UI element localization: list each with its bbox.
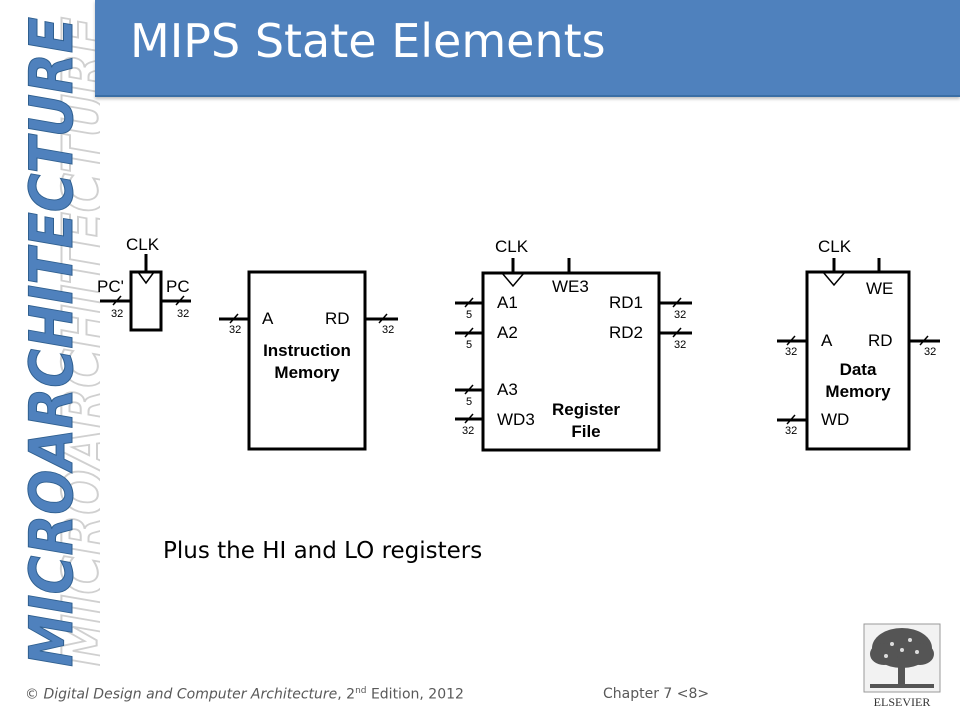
chapter-page-label: Chapter 7 <8> bbox=[603, 686, 710, 702]
dmem-name-line2: Memory bbox=[825, 382, 891, 401]
regfile-rd2-label: RD2 bbox=[609, 323, 643, 342]
regfile-rd2-width: 32 bbox=[674, 339, 686, 351]
regfile-wd3-width: 32 bbox=[462, 425, 474, 437]
regfile-a1-width: 5 bbox=[466, 309, 472, 321]
elsevier-logo: ELSEVIER bbox=[863, 623, 941, 709]
dmem-port-rd: RD bbox=[868, 331, 893, 350]
data-memory-box bbox=[805, 270, 911, 451]
side-title-text: MICROARCHITECTURE bbox=[17, 17, 87, 667]
instruction-memory-box bbox=[247, 270, 367, 451]
imem-name-line1: Instruction bbox=[263, 341, 351, 360]
regfile-a2-label: A2 bbox=[497, 323, 518, 342]
regfile-a3-label: A3 bbox=[497, 380, 518, 399]
dmem-clk-label: CLK bbox=[818, 237, 852, 256]
pc-out-width: 32 bbox=[177, 308, 189, 320]
regfile-a1-label: A1 bbox=[497, 293, 518, 312]
imem-name-line2: Memory bbox=[274, 363, 340, 382]
pc-output-label: PC bbox=[166, 277, 190, 296]
regfile-name-line2: File bbox=[571, 422, 600, 441]
dmem-port-a: A bbox=[821, 331, 833, 350]
elsevier-logo-text: ELSEVIER bbox=[874, 695, 931, 709]
copyright-symbol: © bbox=[25, 686, 39, 703]
pc-clk-label: CLK bbox=[126, 235, 160, 254]
pc-register-box bbox=[129, 270, 163, 332]
regfile-wd3-label: WD3 bbox=[497, 410, 535, 429]
title-bar: MIPS State Elements bbox=[95, 0, 960, 97]
regfile-clk-label: CLK bbox=[495, 237, 529, 256]
edition-prefix: , 2 bbox=[337, 686, 356, 703]
footer-citation: © Digital Design and Computer Architectu… bbox=[25, 686, 464, 703]
register-file-box bbox=[481, 271, 661, 452]
dmem-a-width: 32 bbox=[785, 346, 797, 358]
dmem-port-wd: WD bbox=[821, 410, 849, 429]
side-title: MICROARCHITECTURE MICROARCHITECTURE bbox=[17, 16, 101, 668]
regfile-a2-width: 5 bbox=[466, 339, 472, 351]
regfile-rd1-label: RD1 bbox=[609, 293, 643, 312]
book-title: Digital Design and Computer Architecture bbox=[43, 686, 338, 703]
edition-superscript: nd bbox=[355, 686, 367, 696]
pc-in-width: 32 bbox=[111, 308, 123, 320]
regfile-we-label: WE3 bbox=[552, 277, 589, 296]
caption-text: Plus the HI and LO registers bbox=[163, 538, 483, 564]
dmem-rd-width: 32 bbox=[924, 346, 936, 358]
dmem-wd-width: 32 bbox=[785, 425, 797, 437]
pc-input-label: PC' bbox=[97, 277, 124, 296]
imem-port-a: A bbox=[262, 309, 274, 328]
slide-title: MIPS State Elements bbox=[130, 14, 606, 68]
regfile-clock-triangle bbox=[501, 272, 525, 288]
imem-port-rd: RD bbox=[325, 309, 350, 328]
dmem-name-line1: Data bbox=[840, 360, 877, 379]
dmem-we-label: WE bbox=[866, 279, 893, 298]
regfile-rd1-width: 32 bbox=[674, 309, 686, 321]
regfile-name-line1: Register bbox=[552, 400, 620, 419]
imem-a-width: 32 bbox=[229, 324, 241, 336]
regfile-a3-width: 5 bbox=[466, 396, 472, 408]
edition-suffix: Edition, 2012 bbox=[366, 686, 464, 703]
side-title-shadow: MICROARCHITECTURE bbox=[50, 17, 100, 667]
dmem-clock-triangle bbox=[822, 271, 846, 287]
imem-rd-width: 32 bbox=[382, 324, 394, 336]
pc-clock-triangle bbox=[137, 271, 155, 285]
